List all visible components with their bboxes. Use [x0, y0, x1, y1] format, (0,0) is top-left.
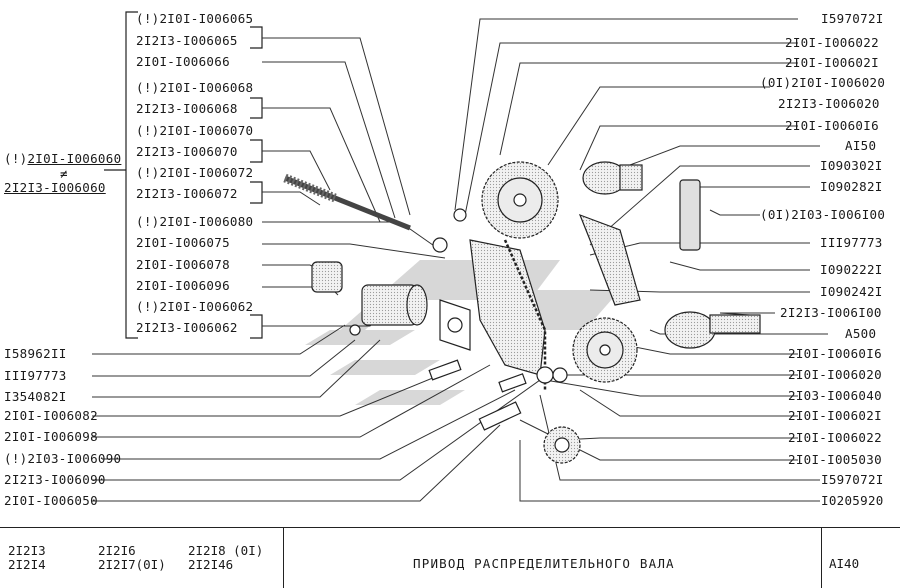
variant-code-bottom: 2I2I3-I006060	[4, 180, 106, 195]
left-label-3: 2I0I-I006066	[136, 54, 230, 69]
variant-code-top: 2I0I-I006060	[27, 151, 122, 166]
right-label-18: 2I03-I006040	[788, 388, 882, 403]
left-label-8: (!)2I0I-I006072	[136, 165, 254, 180]
right-label-1: I597072I	[821, 11, 884, 26]
left-label-9: 2I2I3-I006072	[136, 186, 238, 201]
left-label-13: 2I0I-I006096	[136, 278, 230, 293]
diagram-title: ПРИВОД РАСПРЕДЕЛИТЕЛЬНОГО ВАЛА	[413, 556, 675, 571]
left-label-7: 2I2I3-I006070	[136, 144, 238, 159]
model-2: 2I2I6	[98, 543, 136, 558]
left-label-11: 2I0I-I006075	[136, 235, 230, 250]
exploded-diagram	[92, 11, 828, 502]
left-bottom-label-3: I354082I	[4, 389, 67, 404]
middle-sprocket	[572, 317, 638, 383]
oil-pump-drive	[664, 311, 761, 349]
title-block: 2I2I3 2I2I6 2I2I8 (0I) 2I2I4 2I2I7(0I) 2…	[0, 527, 900, 588]
tensioner-housing	[311, 261, 428, 326]
right-label-2: 2I0I-I006022	[785, 35, 879, 50]
left-label-5: 2I2I3-I006068	[136, 101, 238, 116]
title-cell: ПРИВОД РАСПРЕДЕЛИТЕЛЬНОГО ВАЛА	[283, 528, 822, 588]
left-bottom-label-8: 2I0I-I006050	[4, 493, 98, 508]
right-label-17: 2I0I-I006020	[788, 367, 882, 382]
chain	[503, 239, 547, 390]
leader-lines	[92, 18, 828, 502]
variant-label-top: (!)2I0I-I006060	[4, 152, 121, 166]
left-bottom-label-2: III97773	[4, 368, 67, 383]
right-label-12: I090222I	[820, 262, 883, 277]
left-label-2: 2I2I3-I006065	[136, 33, 238, 48]
right-label-23: I0205920	[821, 493, 884, 508]
right-label-3: 2I0I-I00602I	[785, 55, 879, 70]
left-bottom-label-6: (!)2I03-I006090	[4, 451, 122, 466]
right-label-15: A500	[845, 326, 877, 341]
right-label-20: 2I0I-I006022	[788, 430, 882, 445]
chain-damper	[679, 179, 701, 251]
upper-sprocket	[481, 161, 559, 239]
right-label-10: (0I)2I03-I006I00	[760, 207, 886, 222]
model-3: 2I2I8 (0I)	[188, 543, 264, 558]
left-label-15: 2I2I3-I006062	[136, 320, 238, 335]
tensioner-top	[582, 161, 643, 195]
gasket	[439, 299, 471, 351]
parts	[283, 161, 761, 464]
right-label-7: AI50	[845, 138, 877, 153]
right-label-22: I597072I	[821, 472, 884, 487]
right-label-19: 2I0I-I00602I	[788, 408, 882, 423]
variant-mark: ≠	[60, 166, 68, 181]
spring-bolt	[283, 173, 411, 231]
left-bottom-label-7: 2I2I3-I006090	[4, 472, 106, 487]
left-label-6: (!)2I0I-I006070	[136, 123, 254, 138]
right-label-14: 2I2I3-I006I00	[780, 305, 882, 320]
left-label-14: (!)2I0I-I006062	[136, 299, 254, 314]
left-label-10: (!)2I0I-I006080	[136, 214, 254, 229]
page-code: AI40	[829, 556, 860, 571]
right-label-16: 2I0I-I0060I6	[788, 346, 882, 361]
variant-prefix: (!)	[4, 151, 28, 166]
right-label-13: I090242I	[820, 284, 883, 299]
chain-guide	[578, 213, 641, 306]
left-label-1: (!)2I0I-I006065	[136, 11, 254, 26]
left-label-4: (!)2I0I-I006068	[136, 80, 254, 95]
right-label-8: I090302I	[820, 158, 883, 173]
right-label-4: (0I)2I0I-I006020	[760, 75, 886, 90]
left-bottom-label-4: 2I0I-I006082	[4, 408, 98, 423]
model-6: 2I2I46	[188, 557, 234, 572]
left-label-12: 2I0I-I006078	[136, 257, 230, 272]
model-1: 2I2I3	[8, 543, 46, 558]
code-cell: AI40	[821, 528, 900, 588]
left-bottom-label-1: I58962II	[4, 346, 67, 361]
model-4: 2I2I4	[8, 557, 46, 572]
right-label-5: 2I2I3-I006020	[778, 96, 880, 111]
right-label-21: 2I0I-I005030	[788, 452, 882, 467]
right-label-6: 2I0I-I0060I6	[785, 118, 879, 133]
model-5: 2I2I7(0I)	[98, 557, 166, 572]
right-label-11: III97773	[820, 235, 883, 250]
left-bottom-label-5: 2I0I-I006098	[4, 429, 98, 444]
lower-sprocket	[543, 426, 581, 464]
right-label-9: I090282I	[820, 179, 883, 194]
models-cell: 2I2I3 2I2I6 2I2I8 (0I) 2I2I4 2I2I7(0I) 2…	[0, 528, 284, 588]
small-bolts	[349, 208, 568, 431]
